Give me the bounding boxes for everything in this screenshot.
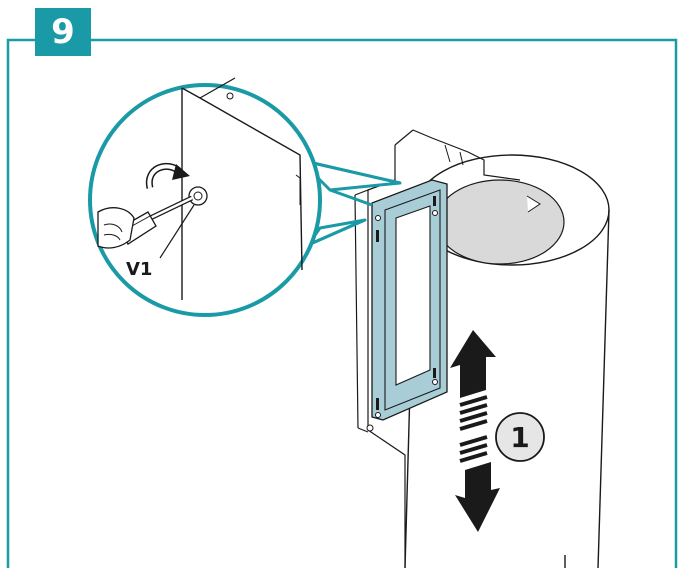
duct-opening bbox=[435, 179, 565, 265]
movement-step-marker: 1 bbox=[495, 412, 545, 462]
screwdriver-icon bbox=[97, 195, 194, 249]
movement-label: 1 bbox=[510, 421, 529, 454]
rotate-arrow-icon bbox=[145, 163, 190, 189]
frame-border bbox=[6, 38, 678, 568]
screw-label: V1 bbox=[126, 259, 152, 280]
mounting-bracket bbox=[366, 179, 448, 432]
step-number-badge: 9 bbox=[35, 8, 91, 56]
hood-cylinder bbox=[394, 129, 610, 569]
up-down-arrow-icon bbox=[450, 330, 500, 532]
zoom-callout: V1 bbox=[88, 77, 402, 317]
